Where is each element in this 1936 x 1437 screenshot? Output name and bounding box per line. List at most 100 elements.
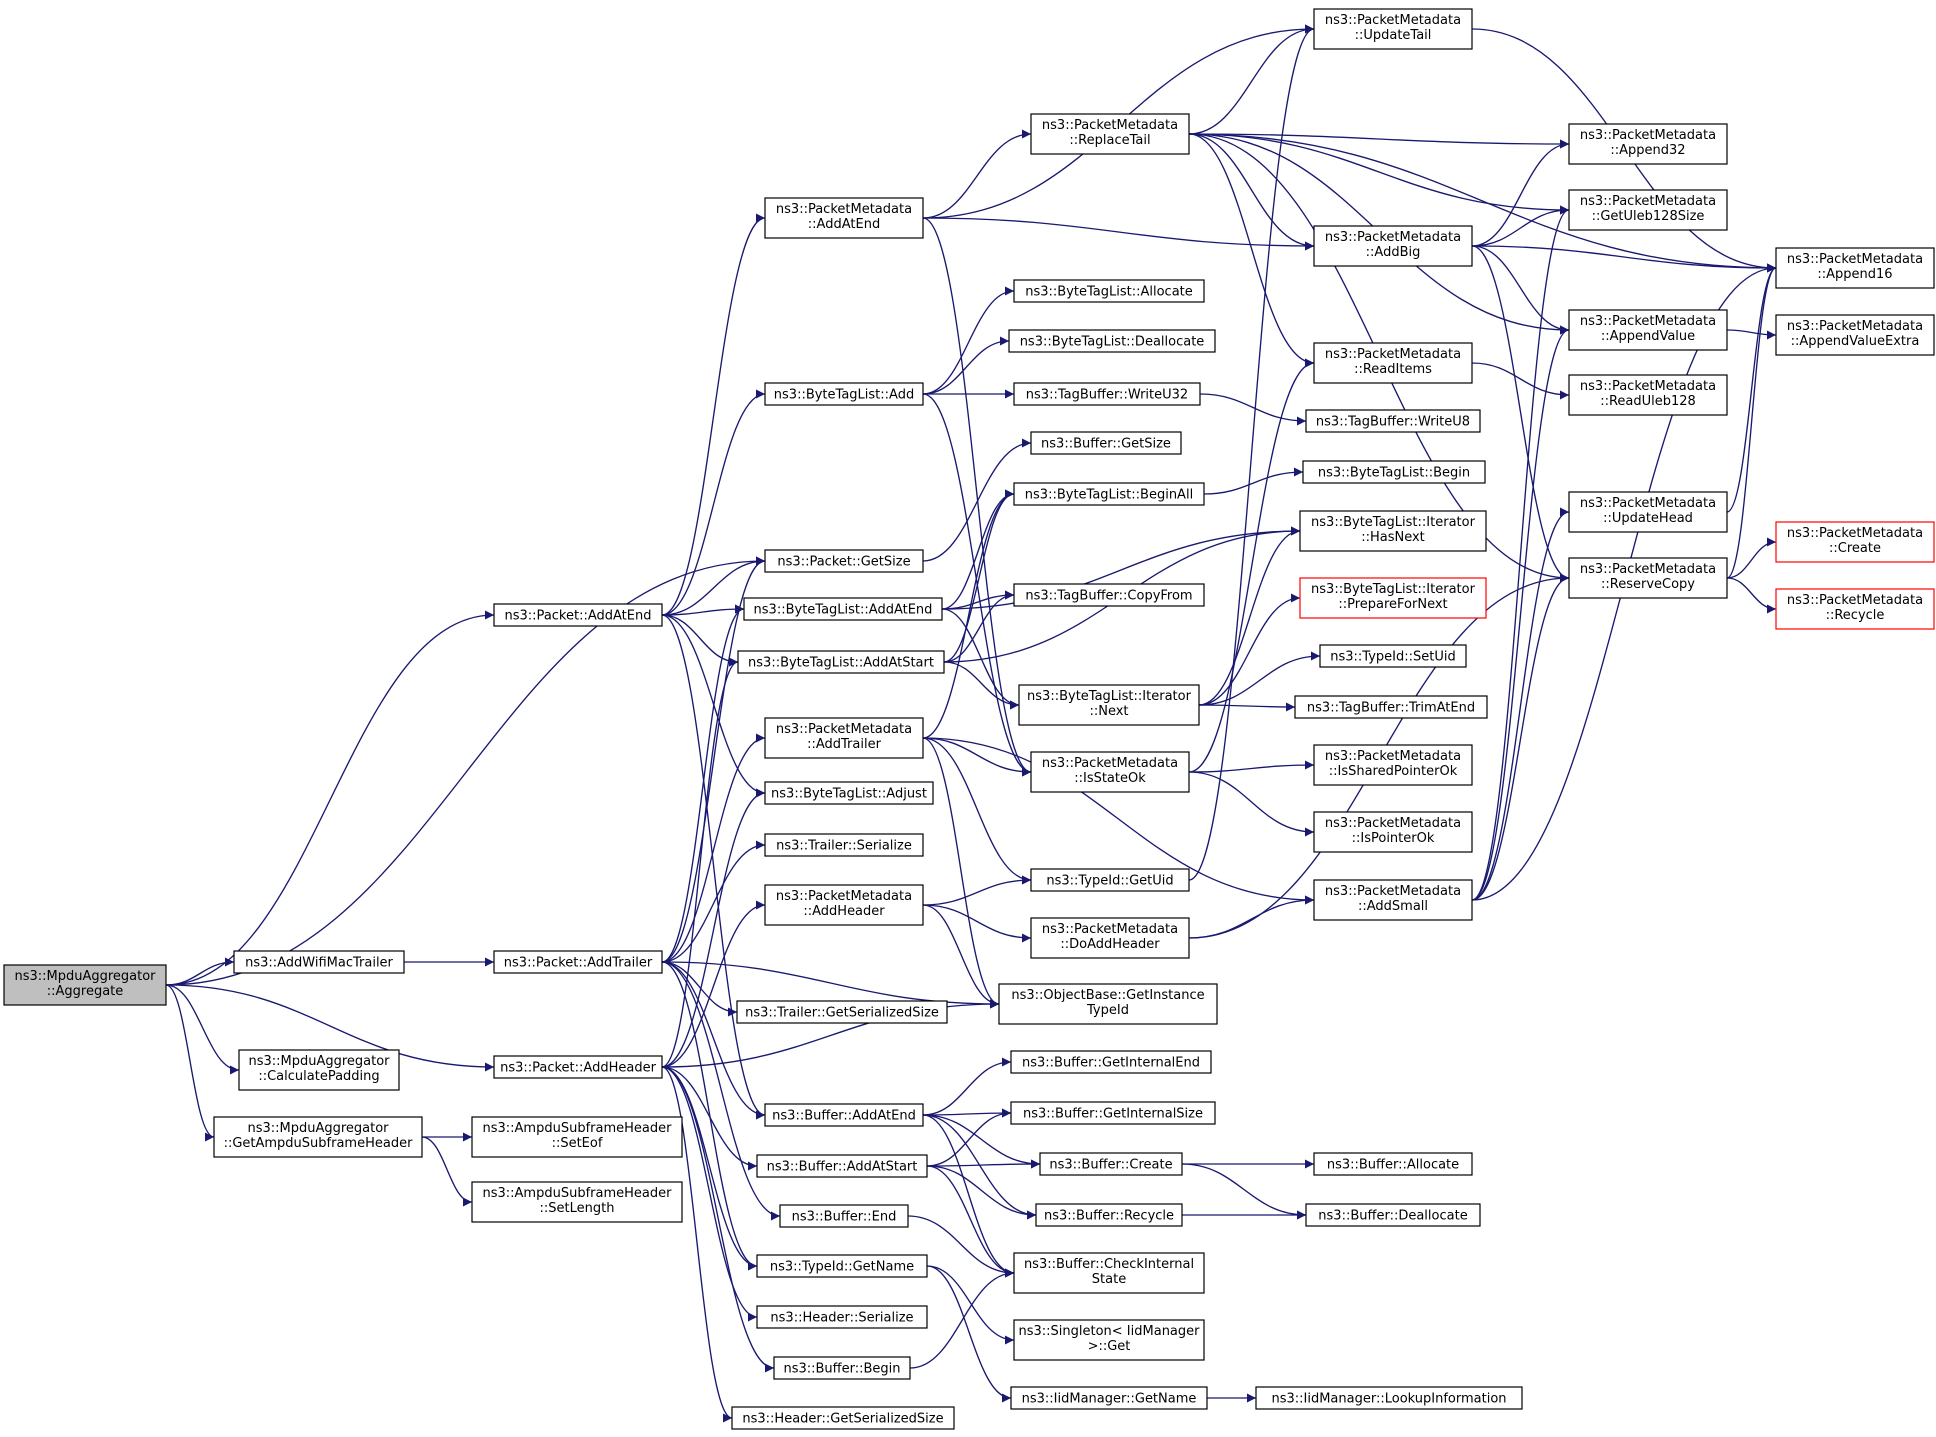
edge-bufAddAtEnd-to-bufGetInternalEnd — [922, 1057, 1012, 1116]
node-pmAppendValue[interactable]: ns3::PacketMetadata::AppendValue — [1568, 309, 1728, 351]
node-getAmpduHdr[interactable]: ns3::MpduAggregator::GetAmpduSubframeHea… — [213, 1116, 423, 1158]
node-setLength[interactable]: ns3::AmpduSubframeHeader::SetLength — [471, 1181, 683, 1223]
node-label: ::ReadItems — [1354, 362, 1432, 377]
node-pktAddHeader[interactable]: ns3::Packet::AddHeader — [493, 1055, 663, 1079]
node-bufCreate[interactable]: ns3::Buffer::Create — [1039, 1152, 1183, 1176]
node-pmUpdateHead[interactable]: ns3::PacketMetadata::UpdateHead — [1568, 491, 1728, 533]
node-pmAddHeader[interactable]: ns3::PacketMetadata::AddHeader — [764, 884, 924, 926]
node-pmAddSmall[interactable]: ns3::PacketMetadata::AddSmall — [1313, 879, 1473, 921]
node-typeIdSetUid[interactable]: ns3::TypeId::SetUid — [1319, 644, 1467, 668]
node-iidLookupInfo[interactable]: ns3::IidManager::LookupInformation — [1255, 1386, 1523, 1410]
node-label: ::AddHeader — [803, 904, 885, 919]
node-bufBegin[interactable]: ns3::Buffer::Begin — [773, 1356, 911, 1380]
node-box — [493, 950, 663, 974]
node-trailerGetSerSize[interactable]: ns3::Trailer::GetSerializedSize — [736, 1000, 948, 1024]
node-bufGetSize[interactable]: ns3::Buffer::GetSize — [1030, 431, 1182, 455]
node-box — [1013, 482, 1205, 506]
edge-pmReadItems-to-pmReadUleb128 — [1471, 362, 1570, 400]
node-pmReadItems[interactable]: ns3::PacketMetadata::ReadItems — [1313, 342, 1473, 384]
node-btlIterPrepare[interactable]: ns3::ByteTagList::Iterator::PrepareForNe… — [1299, 577, 1487, 619]
node-label: ns3::AddWifiMacTrailer — [245, 956, 393, 971]
edge-btlAddAtEnd-to-btlBeginAll — [941, 489, 1015, 610]
node-pmAppendValueExtra[interactable]: ns3::PacketMetadata::AppendValueExtra — [1775, 314, 1935, 356]
node-label: ns3::PacketMetadata — [1580, 379, 1716, 394]
node-singletonGet[interactable]: ns3::Singleton< IidManager >::Get — [1013, 1319, 1205, 1361]
node-calcPadding[interactable]: ns3::MpduAggregator::CalculatePadding — [238, 1049, 400, 1091]
node-box — [1030, 431, 1182, 455]
node-box — [1299, 510, 1487, 552]
node-box — [743, 597, 943, 621]
node-label: ns3::ByteTagList::Adjust — [771, 787, 927, 802]
node-pmCreate[interactable]: ns3::PacketMetadata::Create — [1775, 521, 1935, 563]
node-pmAppend32[interactable]: ns3::PacketMetadata::Append32 — [1568, 123, 1728, 165]
node-label: ns3::ByteTagList::Allocate — [1025, 285, 1193, 300]
node-bufGetInternalSize[interactable]: ns3::Buffer::GetInternalSize — [1010, 1101, 1216, 1125]
node-bufEnd[interactable]: ns3::Buffer::End — [779, 1204, 909, 1228]
node-btlIterHasNext[interactable]: ns3::ByteTagList::Iterator::HasNext — [1299, 510, 1487, 552]
node-tbTrimAtEnd[interactable]: ns3::TagBuffer::TrimAtEnd — [1294, 695, 1488, 719]
node-pmRecycle[interactable]: ns3::PacketMetadata::Recycle — [1775, 588, 1935, 630]
node-pmIsSharedPtrOk[interactable]: ns3::PacketMetadata::IsSharedPointerOk — [1313, 744, 1473, 786]
node-pktAddTrailer[interactable]: ns3::Packet::AddTrailer — [493, 950, 663, 974]
node-pmIsStateOk[interactable]: ns3::PacketMetadata::IsStateOk — [1030, 751, 1190, 793]
node-btlAllocate[interactable]: ns3::ByteTagList::Allocate — [1013, 279, 1205, 303]
node-box — [1305, 409, 1481, 433]
node-pmReplaceTail[interactable]: ns3::PacketMetadata::ReplaceTail — [1030, 113, 1190, 155]
node-label: ns3::PacketMetadata — [1325, 230, 1461, 245]
node-pmAppend16[interactable]: ns3::PacketMetadata::Append16 — [1775, 247, 1935, 289]
node-btlBeginAll[interactable]: ns3::ByteTagList::BeginAll — [1013, 482, 1205, 506]
node-label: ns3::PacketMetadata — [1580, 194, 1716, 209]
edge-pmAddBig-to-pmReserveCopy — [1471, 245, 1570, 583]
node-btlDeallocate[interactable]: ns3::ByteTagList::Deallocate — [1008, 329, 1216, 353]
node-label: ns3::Buffer::End — [792, 1210, 897, 1225]
node-label: ns3::ByteTagList::Deallocate — [1020, 335, 1205, 350]
node-bufAddAtEnd[interactable]: ns3::Buffer::AddAtEnd — [764, 1103, 924, 1127]
node-pmDoAddHeader[interactable]: ns3::PacketMetadata::DoAddHeader — [1030, 917, 1190, 959]
node-btlBegin[interactable]: ns3::ByteTagList::Begin — [1302, 460, 1486, 484]
node-typeIdGetName[interactable]: ns3::TypeId::GetName — [756, 1254, 928, 1278]
node-setEof[interactable]: ns3::AmpduSubframeHeader::SetEof — [471, 1116, 683, 1158]
node-btlAddAtStart[interactable]: ns3::ByteTagList::AddAtStart — [737, 650, 945, 674]
node-addWifiMacTrailer[interactable]: ns3::AddWifiMacTrailer — [233, 950, 405, 974]
node-bufAddAtStart[interactable]: ns3::Buffer::AddAtStart — [756, 1154, 928, 1178]
node-btlAdd[interactable]: ns3::ByteTagList::Add — [764, 382, 924, 406]
node-btlAddAtEnd[interactable]: ns3::ByteTagList::AddAtEnd — [743, 597, 943, 621]
node-pmAddAtEnd[interactable]: ns3::PacketMetadata::AddAtEnd — [764, 197, 924, 239]
node-trailerSerialize[interactable]: ns3::Trailer::Serialize — [764, 833, 924, 857]
node-bufAllocate[interactable]: ns3::Buffer::Allocate — [1313, 1152, 1473, 1176]
edge-pktAddAtEnd-to-btlAddAtEnd — [661, 604, 745, 616]
node-bufDeallocate[interactable]: ns3::Buffer::Deallocate — [1305, 1203, 1481, 1227]
edge-typeIdGetUid-to-pmUpdateTail — [1188, 24, 1315, 881]
edge-bufAddAtStart-to-bufCreate — [926, 1159, 1041, 1169]
node-tbWriteU8[interactable]: ns3::TagBuffer::WriteU8 — [1305, 409, 1481, 433]
node-label: ns3::PacketMetadata — [1580, 562, 1716, 577]
node-box — [1039, 1152, 1183, 1176]
node-pmGetUleb128Size[interactable]: ns3::PacketMetadata::GetUleb128Size — [1568, 189, 1728, 231]
edge-pmAddTrailer-to-objGetInstTypeId — [922, 737, 1000, 1009]
node-pmIsPointerOk[interactable]: ns3::PacketMetadata::IsPointerOk — [1313, 811, 1473, 853]
node-tbCopyFrom[interactable]: ns3::TagBuffer::CopyFrom — [1013, 583, 1205, 607]
node-btlAdjust[interactable]: ns3::ByteTagList::Adjust — [764, 781, 934, 805]
edge-pktAddAtEnd-to-btlAdd — [661, 389, 766, 616]
node-typeIdGetUid[interactable]: ns3::TypeId::GetUid — [1030, 868, 1190, 892]
node-bufGetInternalEnd[interactable]: ns3::Buffer::GetInternalEnd — [1010, 1050, 1212, 1074]
node-headerGetSerSize[interactable]: ns3::Header::GetSerializedSize — [731, 1406, 955, 1430]
node-label: ns3::PacketMetadata — [776, 722, 912, 737]
node-tbWriteU32[interactable]: ns3::TagBuffer::WriteU32 — [1013, 382, 1201, 406]
node-pmReadUleb128[interactable]: ns3::PacketMetadata::ReadUleb128 — [1568, 374, 1728, 416]
node-box — [233, 950, 405, 974]
node-pmAddTrailer[interactable]: ns3::PacketMetadata::AddTrailer — [764, 717, 924, 759]
node-pktGetSize[interactable]: ns3::Packet::GetSize — [764, 549, 924, 573]
node-pmUpdateTail[interactable]: ns3::PacketMetadata::UpdateTail — [1313, 8, 1473, 50]
node-pmAddBig[interactable]: ns3::PacketMetadata::AddBig — [1313, 225, 1473, 267]
node-bufRecycle[interactable]: ns3::Buffer::Recycle — [1035, 1203, 1183, 1227]
node-aggregate[interactable]: ns3::MpduAggregator::Aggregate — [3, 964, 167, 1006]
node-iidGetName[interactable]: ns3::IidManager::GetName — [1010, 1386, 1208, 1410]
node-headerSerialize[interactable]: ns3::Header::Serialize — [756, 1305, 928, 1329]
node-pmReserveCopy[interactable]: ns3::PacketMetadata::ReserveCopy — [1568, 557, 1728, 599]
node-pktAddAtEnd[interactable]: ns3::Packet::AddAtEnd — [493, 603, 663, 627]
node-label: TypeId — [1086, 1003, 1129, 1018]
node-btlIterNext[interactable]: ns3::ByteTagList::Iterator::Next — [1018, 684, 1200, 726]
